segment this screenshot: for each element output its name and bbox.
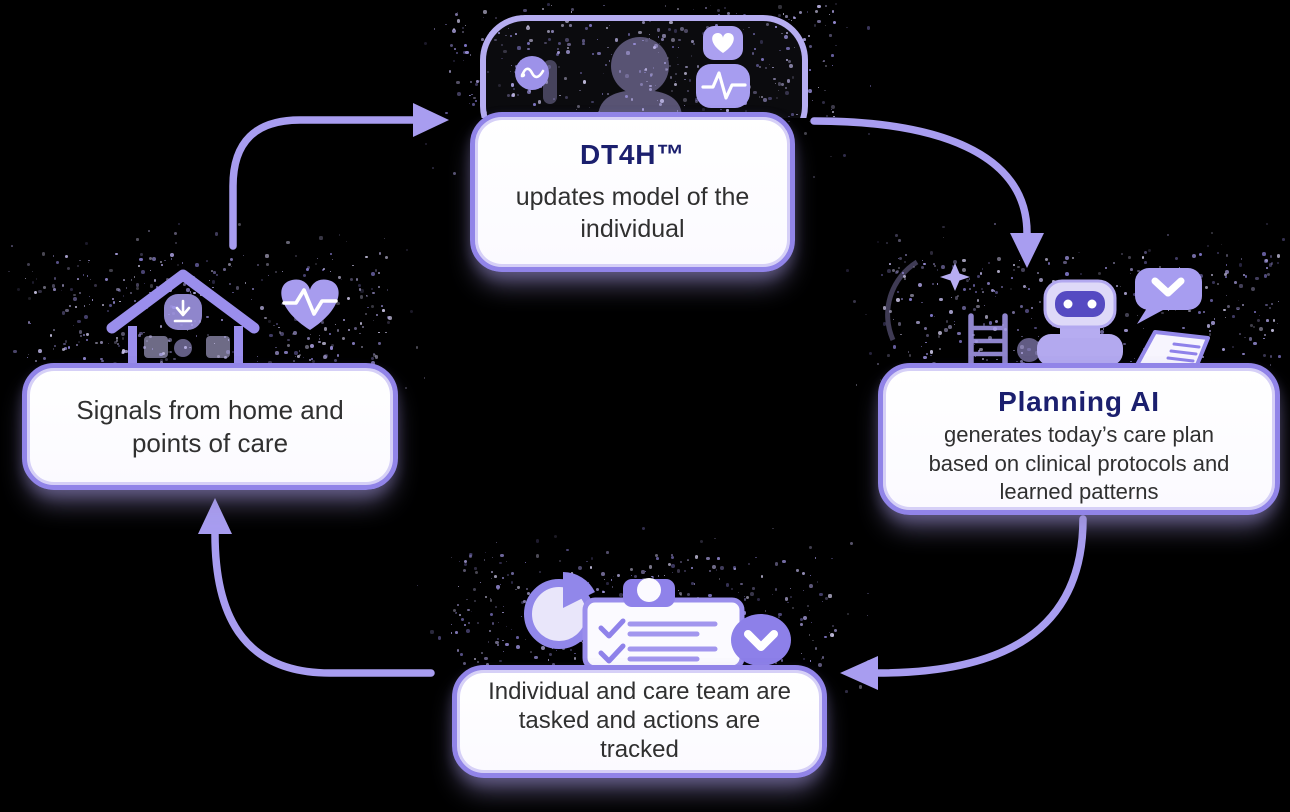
bottom-illustration [524,572,791,668]
arrow-right-to-bottom [874,515,1087,677]
arrow-left-to-top [229,116,417,250]
node-dt4h-description: updates model of the individual [515,183,750,244]
house-icon [106,269,260,365]
node-planning-ai: Planning AI generates today’s care plan … [878,363,1280,515]
node-signals: Signals from home and points of care [22,363,398,490]
ladder-chart-icon [968,313,1008,366]
node-tasks-tracked-description: Individual and care team are tasked and … [488,678,791,763]
heart-ecg-icon [281,279,339,330]
arrowhead-left-icon [840,656,878,690]
background-arc [885,259,919,342]
arrowhead-right-icon [413,103,449,137]
arrowhead-up-icon [198,498,232,534]
node-planning-ai-description: generates today’s care plan based on cli… [928,422,1230,505]
check-badge-icon [731,614,791,666]
node-dt4h: DT4H™ updates model of the individual [470,112,795,272]
ecg-badge-icon [696,64,750,108]
sparkle-icon [940,263,970,291]
right-illustration [885,259,1210,366]
node-signals-description: Signals from home and points of care [76,395,344,458]
top-illustration [480,15,808,118]
background-blob [1017,338,1041,362]
arrow-top-to-right [810,117,1031,237]
person-silhouette-icon [598,37,682,118]
robot-icon [1037,279,1123,366]
squiggle-badge-icon [515,56,549,90]
download-signal-icon [164,294,202,330]
left-illustration [106,269,339,365]
heart-badge-icon [703,26,743,60]
node-planning-ai-title: Planning AI [998,386,1160,417]
check-bubble-icon [1135,268,1202,324]
node-tasks-tracked: Individual and care team are tasked and … [452,665,827,778]
arrowhead-down-icon [1010,233,1044,268]
arrow-bottom-to-left [211,530,435,677]
node-dt4h-title: DT4H™ [579,139,686,170]
